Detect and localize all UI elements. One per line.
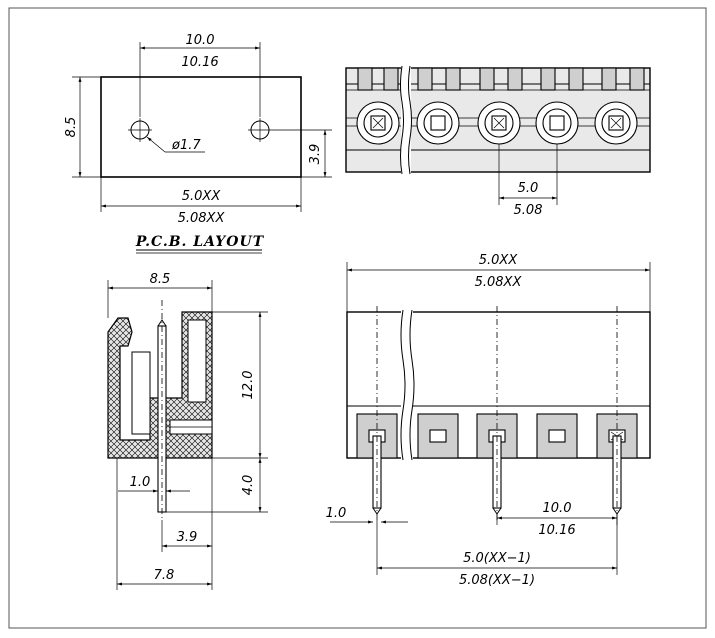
- top-view: 5.0 5.08: [345, 65, 651, 218]
- drawing-border: [8, 7, 707, 629]
- pcb-height-label: 8.5: [64, 117, 79, 138]
- top-view-screw-2: [416, 101, 460, 145]
- pcb-pitch-top-label: 10.0: [186, 33, 215, 48]
- side-depth-label: 8.5: [150, 272, 171, 287]
- front-pitch2-bottom-label: 10.16: [538, 523, 575, 538]
- front-pitch2-top-label: 10.0: [543, 501, 572, 516]
- top-view-pitch-top-label: 5.0: [518, 181, 539, 196]
- front-total-top-label: 5.0XX: [479, 253, 519, 268]
- top-view-screw-1: [356, 101, 400, 145]
- front-total-bottom-label: 5.08XX: [475, 275, 523, 290]
- side-pin-length-label: 4.0: [241, 475, 256, 496]
- side-base-depth-label: 7.8: [154, 568, 175, 583]
- side-pin-offset-label: 3.9: [177, 530, 198, 545]
- pcb-pitch-bottom-label: 10.16: [181, 55, 218, 70]
- pcb-layout-view: 10.0 10.16 8.5 ø1.7 3.9 5.0XX 5.08XX P.C…: [64, 33, 332, 254]
- pcb-layout-title: P.C.B. LAYOUT: [135, 234, 265, 250]
- pcb-hole-left: [128, 118, 152, 142]
- pcb-hole-right: [248, 118, 272, 142]
- pcb-total-top-label: 5.0XX: [182, 189, 222, 204]
- front-terminal-2: [417, 413, 459, 459]
- front-pin-width-label: 1.0: [326, 506, 347, 521]
- top-view-pitch-bottom-label: 5.08: [514, 203, 543, 218]
- pcb-offset-label: 3.9: [308, 144, 323, 165]
- pcb-total-bottom-label: 5.08XX: [178, 211, 226, 226]
- front-span-bottom-label: 5.08(XX−1): [459, 573, 535, 588]
- front-span-top-label: 5.0(XX−1): [463, 551, 531, 566]
- side-height-label: 12.0: [241, 371, 256, 400]
- top-view-screw-3: [477, 101, 521, 145]
- side-pin-width-label: 1.0: [130, 475, 151, 490]
- pcb-outline: [100, 76, 302, 178]
- top-view-screw-5: [594, 101, 638, 145]
- side-view: 8.5 12.0 4.0 1.0 3.9 7.8: [107, 272, 268, 590]
- front-view: 5.0XX 5.08XX: [326, 253, 651, 588]
- pcb-hole-diameter-label: ø1.7: [171, 138, 201, 153]
- top-view-screw-4: [535, 101, 579, 145]
- top-view-posts: [357, 67, 645, 91]
- front-terminal-4: [536, 413, 578, 459]
